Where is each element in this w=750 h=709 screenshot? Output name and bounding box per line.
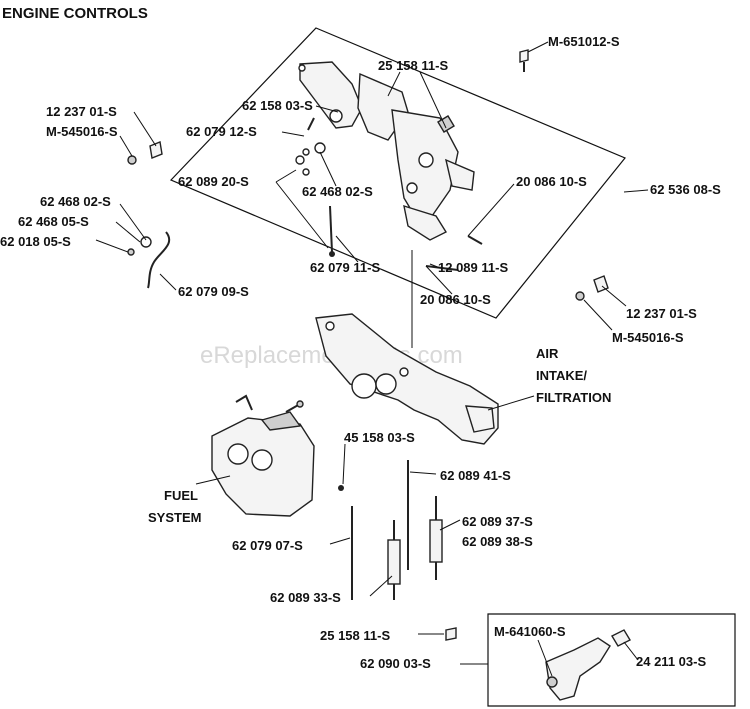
lower-springs: [338, 460, 457, 641]
part-labels: M-651012-S 25 158 11-S 12 237 01-S M-545…: [0, 34, 721, 671]
label-m-545016-s-left: M-545016-S: [46, 124, 118, 139]
throttle-lever: [545, 629, 631, 701]
label-24-211-03-s: 24 211 03-S: [636, 654, 706, 669]
label-m-641060-s: M-641060-S: [494, 624, 566, 639]
inset-frame: [487, 613, 736, 707]
carburetor: [211, 394, 315, 517]
label-system: SYSTEM: [148, 510, 201, 525]
right-bracket-parts: [575, 275, 609, 301]
label-62-468-02-s-inner: 62 468 02-S: [302, 184, 373, 199]
label-62-090-03-s: 62 090 03-S: [360, 656, 431, 671]
left-bracket-parts: [127, 141, 171, 289]
leader-lines: [95, 41, 649, 677]
label-62-158-03-s: 62 158 03-S: [242, 98, 313, 113]
assembly-frame: [169, 27, 626, 319]
linkage-rods: [295, 117, 483, 271]
label-62-536-08-s: 62 536 08-S: [650, 182, 721, 197]
label-62-079-09-s: 62 079 09-S: [178, 284, 249, 299]
label-62-079-07-s: 62 079 07-S: [232, 538, 303, 553]
label-m-651012-s: M-651012-S: [548, 34, 620, 49]
label-62-089-41-s: 62 089 41-S: [440, 468, 511, 483]
label-20-086-10-s-right: 20 086 10-S: [516, 174, 587, 189]
label-12-237-01-s-right: 12 237 01-S: [626, 306, 697, 321]
label-filtration: FILTRATION: [536, 390, 611, 405]
label-62-089-37-s: 62 089 37-S: [462, 514, 533, 529]
label-25-158-11-s-top: 25 158 11-S: [378, 58, 448, 73]
control-plate-assembly: [298, 61, 475, 241]
screw-top: [519, 49, 529, 72]
label-62-089-38-s: 62 089 38-S: [462, 534, 533, 549]
label-12-089-11-s: 12 089 11-S: [438, 260, 508, 275]
label-20-086-10-s-bottom: 20 086 10-S: [420, 292, 491, 307]
label-air: AIR: [536, 346, 559, 361]
label-62-018-05-s: 62 018 05-S: [0, 234, 71, 249]
label-62-468-02-s-outer: 62 468 02-S: [40, 194, 111, 209]
label-m-545016-s-right: M-545016-S: [612, 330, 684, 345]
label-62-468-05-s: 62 468 05-S: [18, 214, 89, 229]
label-62-079-12-s: 62 079 12-S: [186, 124, 257, 139]
label-45-158-03-s: 45 158 03-S: [344, 430, 415, 445]
label-intake: INTAKE/: [536, 368, 587, 383]
label-12-237-01-s-left: 12 237 01-S: [46, 104, 117, 119]
label-fuel: FUEL: [164, 488, 198, 503]
label-62-089-33-s: 62 089 33-S: [270, 590, 341, 605]
label-62-089-20-s: 62 089 20-S: [178, 174, 249, 189]
label-25-158-11-s-bottom: 25 158 11-S: [320, 628, 390, 643]
diagram-title: ENGINE CONTROLS: [2, 5, 148, 22]
intake-manifold: [315, 313, 499, 445]
label-62-079-11-s: 62 079 11-S: [310, 260, 380, 275]
